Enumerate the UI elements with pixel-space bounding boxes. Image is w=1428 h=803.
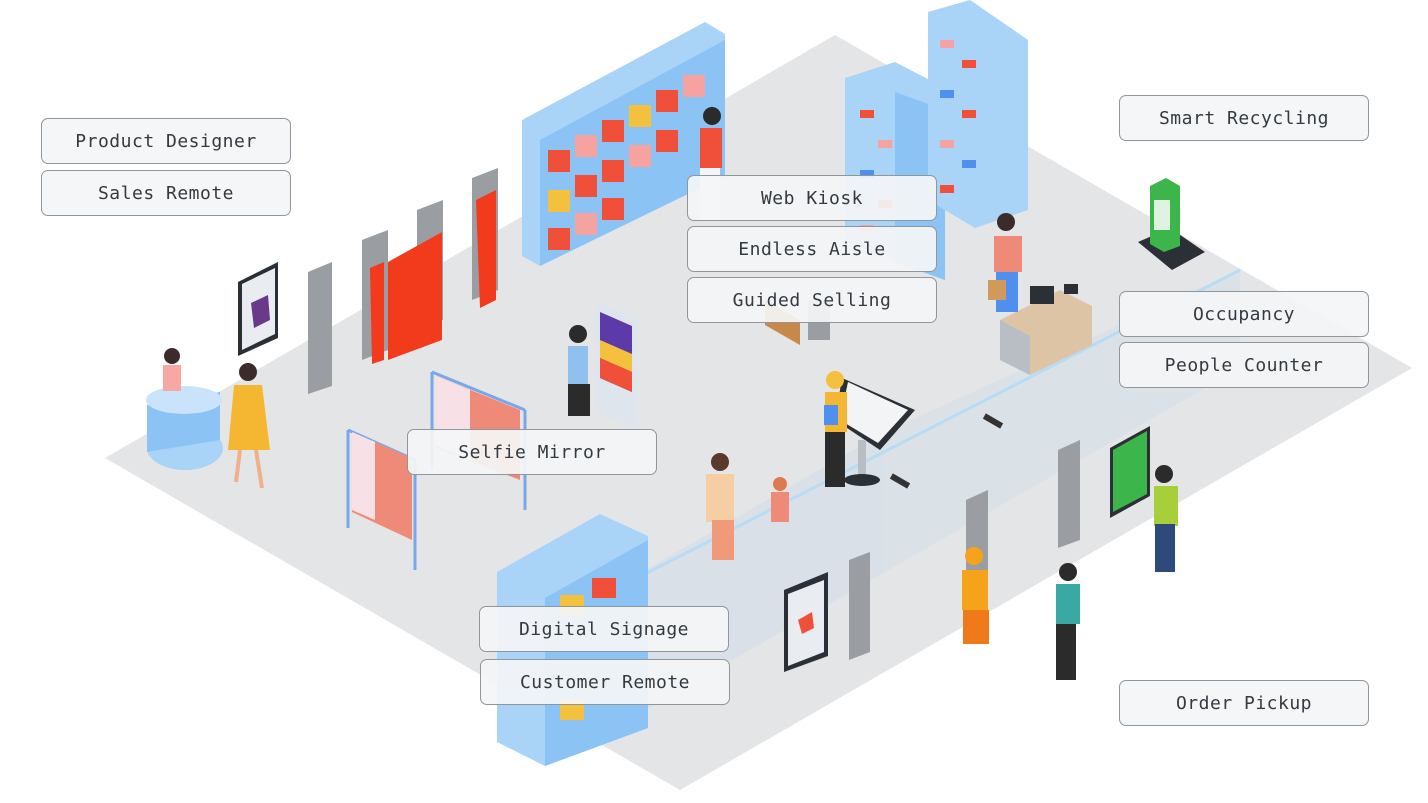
label-customer-remote[interactable]: Customer Remote — [480, 659, 730, 705]
label-product-designer[interactable]: Product Designer — [41, 118, 291, 164]
sales-counter — [146, 386, 223, 470]
label-smart-recycling[interactable]: Smart Recycling — [1119, 95, 1369, 141]
door-sensor — [982, 413, 1004, 429]
shoe-shelf-right — [928, 0, 1028, 228]
pickup-screen — [1110, 426, 1150, 518]
label-selfie-mirror[interactable]: Selfie Mirror — [407, 429, 657, 475]
person-pickup-customer — [1056, 563, 1080, 680]
shoe-signage — [784, 572, 828, 672]
clothing-shelf-back — [522, 22, 725, 266]
store-floor — [105, 35, 1412, 790]
clothing-rack-left — [346, 428, 417, 570]
label-web-kiosk[interactable]: Web Kiosk — [687, 175, 937, 221]
person-staff-left — [163, 348, 181, 391]
person-pickup-staff — [962, 547, 989, 644]
tshirt-display — [238, 262, 278, 356]
label-people-counter[interactable]: People Counter — [1119, 342, 1369, 388]
person-checkout — [988, 213, 1022, 312]
digital-poster-stand — [595, 300, 638, 430]
person-shopper-left — [228, 363, 270, 489]
person-mother-child — [706, 453, 789, 560]
label-digital-signage[interactable]: Digital Signage — [479, 606, 729, 652]
person-staff-mirror — [568, 325, 590, 416]
label-endless-aisle[interactable]: Endless Aisle — [687, 226, 937, 272]
label-sales-remote[interactable]: Sales Remote — [41, 170, 291, 216]
checkout-counter — [1000, 284, 1092, 375]
person-kiosk-user — [824, 371, 847, 487]
label-guided-selling[interactable]: Guided Selling — [687, 277, 937, 323]
recycling-station — [1138, 178, 1205, 270]
label-occupancy[interactable]: Occupancy — [1119, 291, 1369, 337]
door-sensor-2 — [889, 473, 911, 489]
person-pickup-right — [1154, 465, 1178, 572]
interactive-kiosk — [835, 378, 915, 486]
changing-rooms — [308, 168, 498, 394]
label-order-pickup[interactable]: Order Pickup — [1119, 680, 1369, 726]
